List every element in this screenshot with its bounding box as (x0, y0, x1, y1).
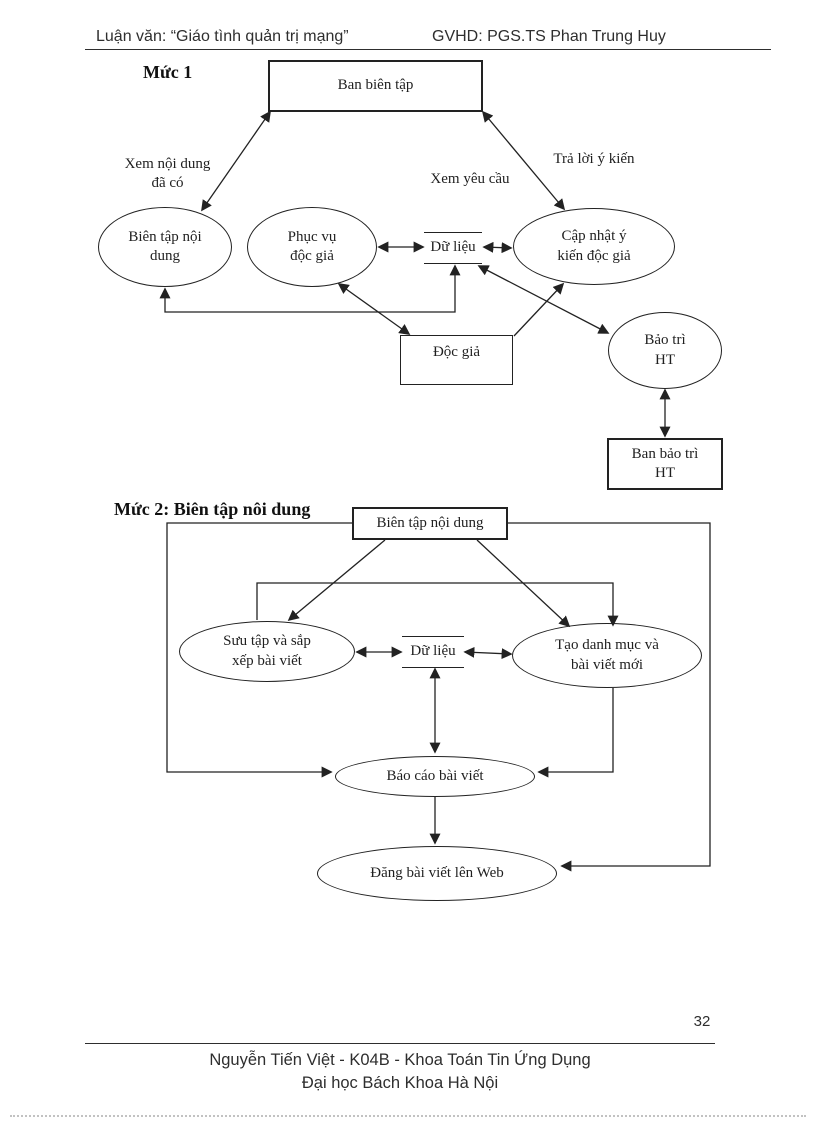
arrow-phuc-vu-doc-gia-rect (337, 283, 411, 335)
node-ban-bien-tap: Ban biên tập (268, 60, 483, 112)
node-doc-gia: Độc giả (400, 335, 513, 385)
arrow-du-lieu-cap-nhat (482, 241, 513, 254)
edge-label-tra-loi-y-kien: Trả lời ý kiến (553, 151, 635, 167)
edge-label-xem-yeu-cau: Xem yêu cầu (430, 171, 510, 187)
node-phuc-vu-doc-gia: Phục vụ độc giả (247, 207, 377, 287)
arrow-suu-tap-tao-danh-muc (256, 582, 619, 627)
arrow-bien-tap2-suu-tap (287, 539, 386, 622)
page-number: 32 (693, 1013, 711, 1030)
arrow-du-lieu-bao-tri (477, 265, 610, 334)
node-dang-bai-viet: Đăng bài viết lên Web (317, 846, 557, 901)
node-bien-tap-noi-dung: Biên tập nội dung (98, 207, 232, 287)
arrow-du-lieu2-tao-danh-muc (463, 646, 513, 660)
footer-rule (85, 1043, 715, 1044)
diagram2-title: Mức 2: Biên tập nôi dung (114, 499, 311, 519)
node-bao-tri-ht: Bảo trì HT (608, 312, 722, 389)
header-rule (85, 49, 771, 50)
arrow-doc-gia-cap-nhat (513, 282, 565, 337)
header-thesis-title: Luận văn: “Giáo tình quản trị mạng” (96, 28, 349, 45)
node-ban-bao-tri-ht: Ban bảo trì HT (607, 438, 723, 490)
diagram1-title: Mức 1 (143, 62, 193, 82)
node-cap-nhat-y-kien: Cập nhật ý kiến độc giả (513, 208, 675, 285)
edge-label-xem-noi-dung: Xem nội dung đã có (124, 156, 211, 191)
node-tao-danh-muc: Tạo danh mục và bài viết mới (512, 623, 702, 688)
node-du-lieu-2: Dữ liệu (402, 636, 464, 668)
node-suu-tap: Sưu tập và sắp xếp bài viết (179, 621, 355, 682)
node-bao-cao-bai-viet: Báo cáo bài viết (335, 756, 535, 797)
arrow-bien-tap2-bao-cao-left (166, 522, 352, 778)
node-bien-tap-noi-dung-2: Biên tập nội dung (352, 507, 508, 540)
arrow-ban-bien-tap-cap-nhat (481, 110, 566, 211)
bottom-dotted-rule (10, 1115, 806, 1117)
footer-university-line: Đại học Bách Khoa Hà Nội (301, 1074, 499, 1092)
arrow-tao-danh-muc-bao-cao (537, 688, 614, 778)
arrow-ban-bien-tap-bien-tap-noi-dung (201, 110, 271, 212)
arrow-bien-tap-noi-dung-du-lieu (159, 264, 461, 313)
arrow-bien-tap2-dang-bai-right (508, 522, 711, 872)
footer-author-line: Nguyễn Tiến Việt - K04B - Khoa Toán Tin … (209, 1051, 591, 1069)
header-advisor: GVHD: PGS.TS Phan Trung Huy (432, 28, 666, 45)
node-du-lieu-1: Dữ liệu (424, 232, 482, 264)
